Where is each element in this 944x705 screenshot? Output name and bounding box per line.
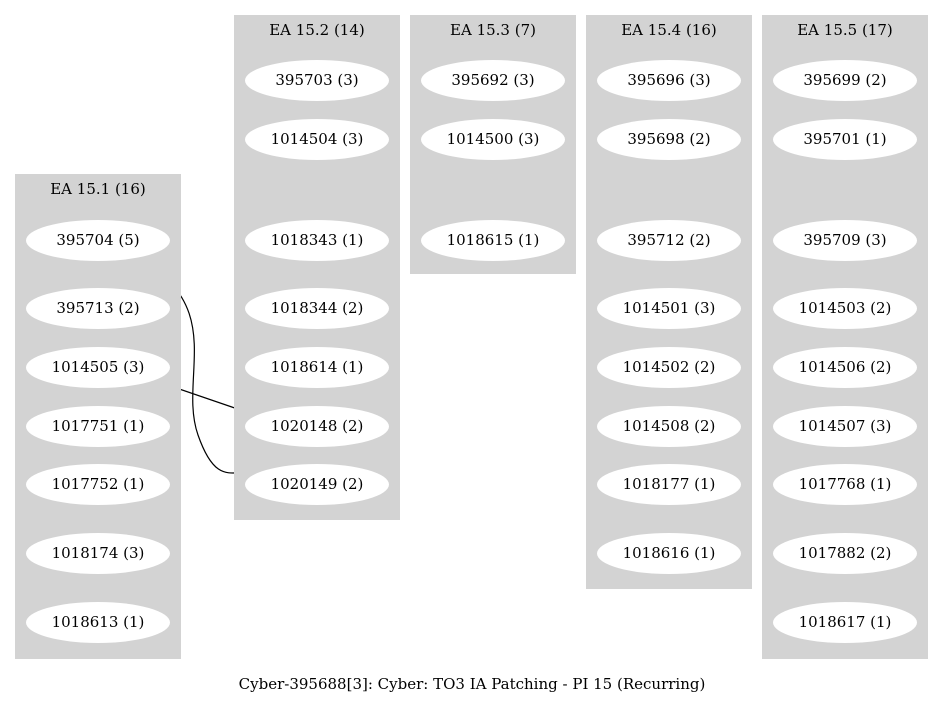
graph-node[interactable]: 1014505 (3) xyxy=(26,346,170,388)
cluster-title: EA 15.1 (16) xyxy=(50,180,146,198)
graph-node[interactable]: 395703 (3) xyxy=(245,59,389,101)
graph-node[interactable]: 395692 (3) xyxy=(421,59,565,101)
graph-node[interactable]: 395698 (2) xyxy=(597,118,741,160)
graph-node[interactable]: 1018344 (2) xyxy=(245,287,389,329)
graph-node[interactable]: 395699 (2) xyxy=(773,59,917,101)
graph-node[interactable]: 1018615 (1) xyxy=(421,219,565,261)
graph-node[interactable]: 395701 (1) xyxy=(773,118,917,160)
graph-node[interactable]: 1014504 (3) xyxy=(245,118,389,160)
graph-node[interactable]: 1017768 (1) xyxy=(773,463,917,505)
graph-node[interactable]: 1017752 (1) xyxy=(26,463,170,505)
graph-node[interactable]: 1014503 (2) xyxy=(773,287,917,329)
graph-node[interactable]: 1017882 (2) xyxy=(773,532,917,574)
graph-node[interactable]: 1018613 (1) xyxy=(26,601,170,643)
graph-node[interactable]: 1018177 (1) xyxy=(597,463,741,505)
cluster-title: EA 15.4 (16) xyxy=(621,21,717,39)
graph-node[interactable]: 1014507 (3) xyxy=(773,405,917,447)
graph-caption: Cyber-395688[3]: Cyber: TO3 IA Patching … xyxy=(238,675,706,693)
graph-node[interactable]: 395713 (2) xyxy=(26,287,170,329)
cluster-title: EA 15.5 (17) xyxy=(797,21,893,39)
cluster-title: EA 15.3 (7) xyxy=(450,21,536,39)
graph-node[interactable]: 1018614 (1) xyxy=(245,346,389,388)
graph-node[interactable]: 1018174 (3) xyxy=(26,532,170,574)
graph-node[interactable]: 1014506 (2) xyxy=(773,346,917,388)
graph-node[interactable]: 395704 (5) xyxy=(26,219,170,261)
graph-node[interactable]: 1014508 (2) xyxy=(597,405,741,447)
graph-node[interactable]: 395696 (3) xyxy=(597,59,741,101)
graph-node[interactable]: 1020149 (2) xyxy=(245,463,389,505)
graph-node[interactable]: 1017751 (1) xyxy=(26,405,170,447)
graph-node[interactable]: 1020148 (2) xyxy=(245,405,389,447)
graph-node[interactable]: 395712 (2) xyxy=(597,219,741,261)
graph-node[interactable]: 395709 (3) xyxy=(773,219,917,261)
cluster-title: EA 15.2 (14) xyxy=(269,21,365,39)
graph-node[interactable]: 1014502 (2) xyxy=(597,346,741,388)
graph-node[interactable]: 1018343 (1) xyxy=(245,219,389,261)
graph-node[interactable]: 1014501 (3) xyxy=(597,287,741,329)
graph-node[interactable]: 1018617 (1) xyxy=(773,601,917,643)
graph-node[interactable]: 1014500 (3) xyxy=(421,118,565,160)
graph-node[interactable]: 1018616 (1) xyxy=(597,532,741,574)
